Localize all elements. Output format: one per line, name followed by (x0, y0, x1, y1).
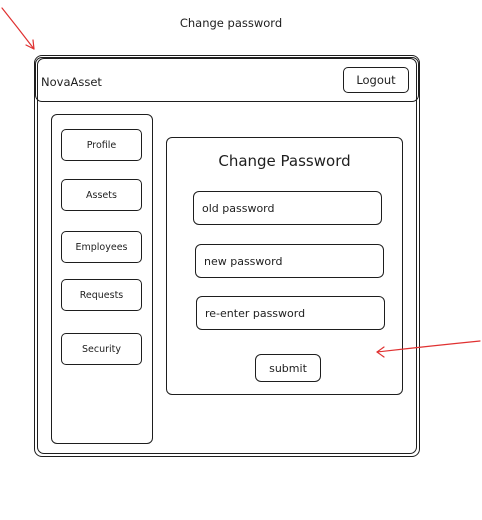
reenter-password-input[interactable] (196, 296, 385, 330)
app-window (34, 55, 420, 457)
form-title: Change Password (218, 152, 351, 170)
old-password-input[interactable] (193, 191, 382, 225)
sidebar-item-profile[interactable]: Profile (61, 129, 142, 161)
sidebar-item-employees[interactable]: Employees (61, 231, 142, 263)
change-password-panel (166, 137, 403, 395)
submit-button[interactable]: submit (255, 354, 321, 382)
sidebar-item-requests[interactable]: Requests (61, 279, 142, 311)
app-window-inner-border (37, 58, 417, 454)
logout-button[interactable]: Logout (343, 67, 409, 93)
sidebar (51, 114, 153, 444)
new-password-input[interactable] (195, 244, 384, 278)
app-title: NovaAsset (41, 75, 102, 89)
sidebar-item-security[interactable]: Security (61, 333, 142, 365)
sidebar-item-assets[interactable]: Assets (61, 179, 142, 211)
page-caption: Change password (179, 16, 283, 30)
app-header (35, 57, 419, 102)
